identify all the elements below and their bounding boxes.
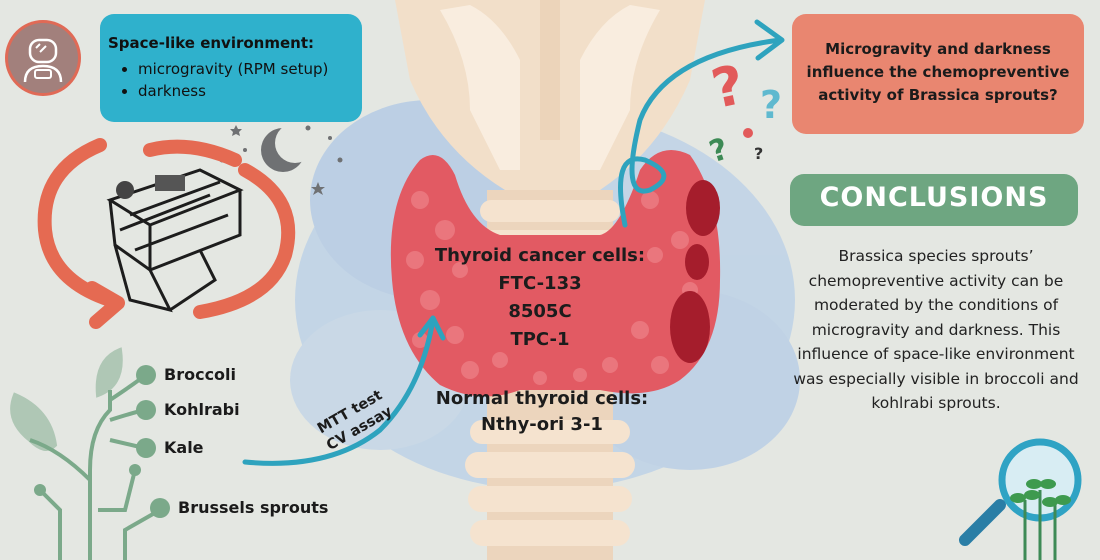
thyroid-gland: [390, 150, 721, 397]
environment-box: Space-like environment: microgravity (RP…: [100, 14, 362, 122]
rpm-device-icon: [37, 138, 296, 329]
normal-cells-title: Normal thyroid cells:: [435, 388, 649, 409]
arrowhead-question: [754, 19, 785, 61]
conclusions-title: CONCLUSIONS: [819, 182, 1049, 213]
arrow-to-thyroid: [242, 322, 435, 466]
normal-cell-line: Nthy-ori 3-1: [481, 414, 603, 435]
question-mark-icon: ? ? ? ?: [705, 53, 782, 170]
cancer-cell-line: FTC-133: [498, 273, 582, 294]
research-question: Microgravity and darkness influence the …: [806, 40, 1070, 104]
environment-item: microgravity (RPM setup): [138, 58, 328, 80]
question-box: Microgravity and darkness influence the …: [792, 14, 1084, 134]
vegetable-label: Kohlrabi: [164, 400, 240, 419]
vegetable-label: Broccoli: [164, 365, 237, 384]
plant-circuit-icon: [10, 347, 161, 560]
moon-icon: [261, 123, 315, 172]
environment-title: Space-like environment:: [108, 34, 315, 52]
conclusions-header: CONCLUSIONS: [790, 174, 1078, 226]
cancer-cells-title: Thyroid cancer cells:: [434, 245, 646, 266]
conclusions-text: Brassica species sprouts’ chemopreventiv…: [793, 247, 1079, 412]
svg-text:?: ?: [706, 53, 750, 121]
normal-cells-label: Normal thyroid cells: Nthy-ori 3-1: [412, 386, 672, 438]
vegetable-label: Brussels sprouts: [178, 498, 329, 517]
svg-text:?: ?: [760, 83, 782, 127]
svg-text:?: ?: [754, 144, 763, 163]
plant-nodes: [34, 365, 170, 518]
cancer-cell-line: 8505C: [508, 301, 572, 322]
cancer-cell-line: TPC-1: [510, 329, 570, 350]
astronaut-icon: [5, 20, 81, 96]
arrowhead-thyroid: [417, 315, 446, 341]
magnifier-sprouts-icon: [959, 438, 1082, 560]
environment-item: darkness: [138, 80, 328, 102]
cancer-cells-label: Thyroid cancer cells: FTC-133 8505C TPC-…: [420, 242, 660, 354]
environment-list: microgravity (RPM setup) darkness: [118, 58, 328, 102]
arrow-to-question: [618, 37, 783, 228]
vegetable-label: Kale: [164, 438, 204, 457]
